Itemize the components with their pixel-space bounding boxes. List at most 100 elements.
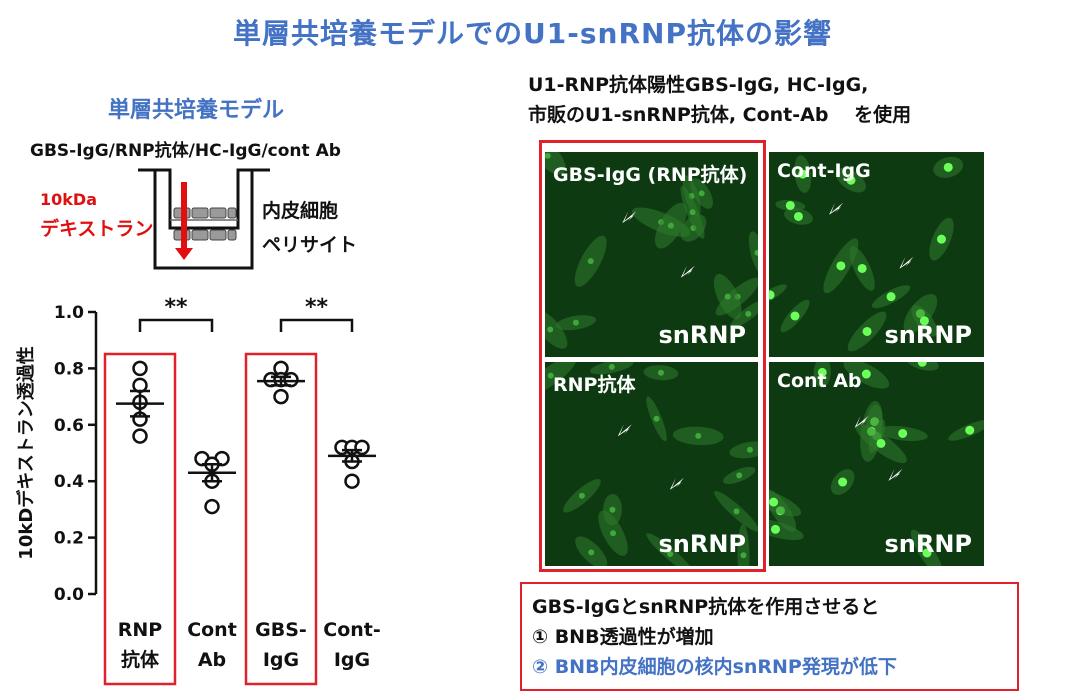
cell-nucleus	[608, 363, 615, 370]
micrograph-grid: GBS-IgG (RNP抗体) snRNP Cont-IgG snRNP RNP…	[539, 140, 984, 572]
y-tick-label: 0.4	[54, 472, 84, 492]
data-point	[132, 360, 148, 377]
cell-nucleus	[745, 310, 752, 317]
cell-nucleus	[836, 261, 846, 271]
x-tick-label: Cont	[187, 619, 237, 641]
data-point	[204, 498, 220, 515]
cell-nucleus	[846, 175, 856, 185]
x-tick-label: IgG	[263, 649, 299, 671]
micrograph-stain: snRNP	[658, 530, 746, 558]
cell-nucleus	[943, 162, 953, 172]
info-line-1: U1-RNP抗体陽性GBS-IgG, HC-IgG,	[528, 74, 869, 96]
micrograph-cont-igg: Cont-IgG snRNP	[769, 152, 984, 357]
pericyte-label: ペリサイト	[262, 234, 358, 256]
cell-nucleus	[572, 319, 579, 326]
cell-nucleus	[746, 446, 753, 453]
dextran-label-size: 10kDa	[40, 190, 97, 209]
summary-line-2: ① BNB透過性が増加	[532, 626, 714, 648]
cell-nucleus	[857, 263, 867, 273]
micrograph-label: RNP抗体	[553, 374, 636, 396]
summary-box: GBS-IgGとsnRNP抗体を作用させると ① BNB透過性が増加 ② BNB…	[520, 582, 1019, 691]
cell-nucleus	[785, 200, 795, 210]
fluorescence-field	[545, 362, 758, 566]
significance-label: **	[164, 295, 188, 320]
cell-nucleus	[898, 428, 908, 438]
page-title: 単層共培養モデルでのU1-snRNP抗体の影響	[233, 17, 832, 50]
micrograph-stain: snRNP	[658, 321, 746, 349]
significance-bracket	[138, 318, 214, 332]
summary-line-3: ② BNB内皮細胞の核内snRNP発現が低下	[532, 656, 897, 678]
micrograph-stain: snRNP	[884, 321, 972, 349]
fluorescence-field	[545, 152, 758, 357]
cell-nucleus	[667, 550, 674, 557]
cell-nucleus	[790, 311, 800, 321]
data-point	[354, 439, 370, 456]
arrowhead-icon	[669, 477, 684, 490]
cell-nucleus	[886, 292, 896, 302]
x-tick-label: Cont-	[323, 619, 381, 641]
cell-nucleus	[588, 549, 595, 556]
arrowhead-icon	[680, 265, 695, 278]
significance-bracket	[279, 318, 354, 332]
outer-well	[153, 170, 254, 270]
cell-nucleus	[736, 472, 743, 479]
micrograph-stain: snRNP	[884, 530, 972, 558]
model-title: 単層共培養モデル	[108, 98, 285, 123]
cell-nucleus	[657, 369, 664, 376]
cell-nucleus	[965, 425, 975, 435]
highlight-box-rnp-column	[539, 140, 766, 572]
cell-nucleus	[609, 506, 616, 513]
y-tick-label: 0.8	[54, 359, 84, 379]
cell-nucleus	[610, 530, 617, 537]
dextran-arrow	[175, 182, 193, 260]
cell-nucleus	[936, 234, 946, 244]
arrowhead-icon	[888, 468, 903, 481]
significance-label: **	[305, 295, 329, 320]
y-axis-label: 10kDデキストラン透過性	[15, 346, 37, 559]
highlight-box	[244, 352, 318, 686]
cell-nucleus	[862, 326, 872, 336]
data-point	[344, 473, 360, 489]
transwell-insert	[138, 168, 270, 230]
cell-nucleus	[922, 548, 932, 558]
cell-nucleus	[770, 524, 780, 534]
cell-nucleus	[695, 432, 702, 439]
endothelial-label: 内皮細胞	[262, 200, 339, 222]
arrowhead-icon	[617, 424, 632, 437]
cell-nucleus	[587, 258, 594, 265]
cell-nucleus	[689, 209, 696, 216]
cell-nucleus	[917, 362, 927, 367]
highlight-box	[103, 352, 177, 686]
field-background	[545, 362, 758, 566]
micrograph-rnp-ab: RNP抗体 snRNP	[545, 362, 758, 566]
arrowhead-icon	[899, 256, 914, 269]
cell-nucleus	[838, 477, 848, 487]
data-point	[132, 428, 148, 444]
cell-nucleus	[653, 415, 660, 422]
chart-axes: 0.00.20.40.60.81.010kDデキストラン透過性RNP抗体Cont…	[15, 303, 381, 671]
micrograph-label: Cont-IgG	[777, 160, 871, 182]
cell-nucleus	[817, 367, 827, 377]
dextran-label-name: デキストラン	[40, 218, 154, 240]
y-tick-label: 0.2	[54, 529, 84, 549]
transwell-diagram	[138, 168, 270, 270]
cell-nucleus	[740, 552, 747, 559]
cell-nucleus	[724, 293, 731, 300]
antibodies-label: GBS-IgG/RNP抗体/HC-IgG/cont Ab	[30, 141, 341, 161]
cell-nucleus	[667, 222, 674, 229]
micrograph-cont-ab: Cont Ab snRNP	[769, 362, 984, 566]
x-tick-label: IgG	[334, 649, 370, 671]
x-tick-label: 抗体	[121, 648, 160, 671]
cell-nucleus	[545, 152, 551, 159]
cell-nucleus	[769, 290, 775, 300]
cell-nucleus	[578, 492, 585, 499]
data-point	[273, 388, 289, 405]
arrowhead-icon	[854, 415, 869, 428]
arrowhead-icon	[829, 202, 844, 215]
cell-nucleus	[754, 249, 758, 256]
permeability-chart: 0.00.20.40.60.81.010kDデキストラン透過性RNP抗体Cont…	[15, 295, 381, 686]
y-tick-label: 0.6	[54, 416, 84, 436]
fluorescence-field	[769, 362, 984, 566]
x-tick-label: Ab	[198, 649, 226, 671]
chart-marks: ** **	[103, 295, 376, 686]
